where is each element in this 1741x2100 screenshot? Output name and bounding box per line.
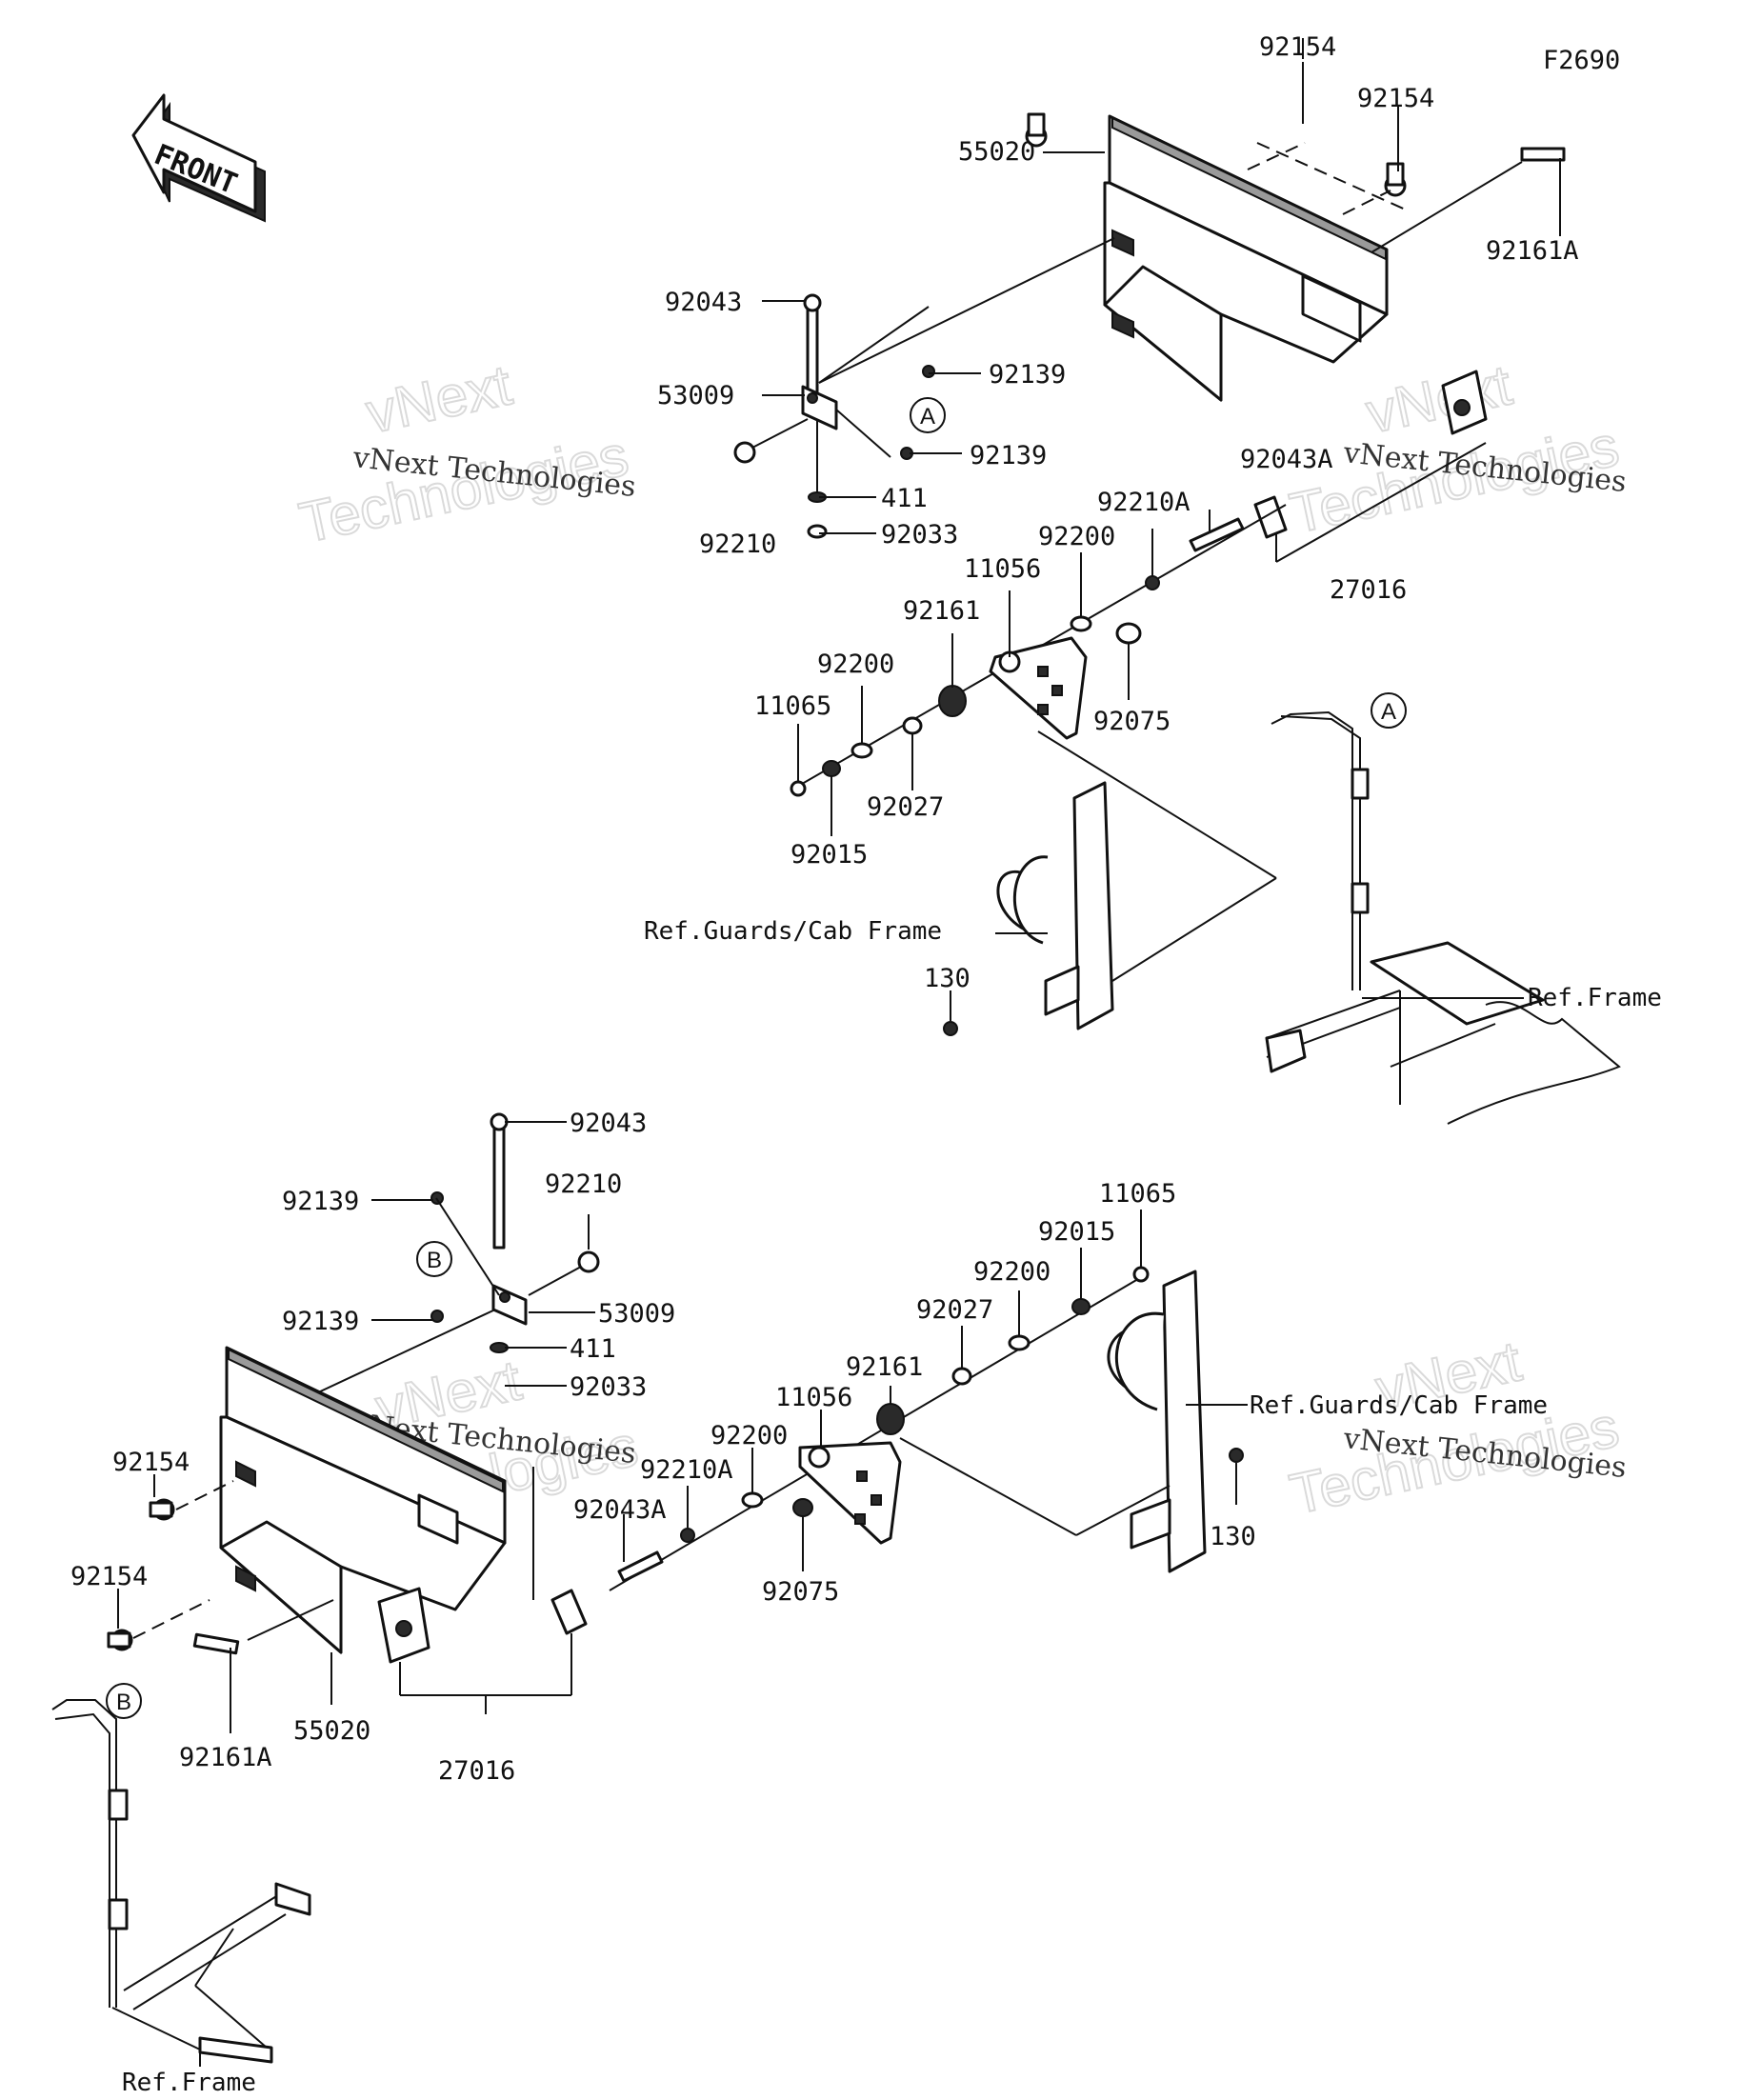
upper-callout-a-text: A xyxy=(920,404,935,430)
upper-53009-bracket xyxy=(733,237,1115,539)
label-upper-92210: 92210 xyxy=(699,530,776,559)
label-lower-92139-2: 92139 xyxy=(282,1307,359,1336)
upper-labels: 92154 92154 55020 92161A 92043 92139 530… xyxy=(644,32,1662,1012)
label-lower-92015: 92015 xyxy=(1038,1217,1115,1247)
label-upper-92139-1: 92139 xyxy=(989,360,1066,390)
label-lower-92033: 92033 xyxy=(570,1372,647,1402)
label-upper-92015: 92015 xyxy=(790,840,868,870)
watermark-big-3: vNext xyxy=(1361,352,1517,445)
label-upper-92043A: 92043A xyxy=(1240,445,1333,474)
label-lower-ref-guards: Ref.Guards/Cab Frame xyxy=(1250,1391,1548,1420)
label-upper-11065: 11065 xyxy=(754,691,831,721)
label-upper-92043: 92043 xyxy=(665,288,742,317)
label-lower-92210: 92210 xyxy=(545,1170,622,1199)
lower-callout-b xyxy=(416,1241,452,1277)
lower-27016-light xyxy=(377,1467,588,1714)
upper-assembly: A xyxy=(733,38,1621,1125)
label-lower-27016: 27016 xyxy=(438,1756,515,1786)
label-upper-92075: 92075 xyxy=(1093,707,1171,736)
upper-55020-panel xyxy=(1103,114,1411,402)
label-lower-92043A: 92043A xyxy=(573,1495,667,1525)
lower-assembly: B xyxy=(51,1112,1248,2067)
label-upper-130: 130 xyxy=(924,964,971,993)
upper-fastener-stack xyxy=(790,504,1287,797)
label-lower-92200-2: 92200 xyxy=(710,1421,788,1450)
label-lower-92027: 92027 xyxy=(916,1295,993,1325)
label-upper-92210A: 92210A xyxy=(1097,488,1191,517)
lower-labels: 92043 92210 11065 92139 92015 92200 5300… xyxy=(70,1109,1548,2097)
lower-92154-bolts xyxy=(107,1474,234,1651)
label-upper-92161A: 92161A xyxy=(1486,236,1579,266)
label-lower-55020: 55020 xyxy=(293,1716,370,1746)
diagram-code: F2690 xyxy=(1543,46,1620,75)
label-lower-92139-1: 92139 xyxy=(282,1187,359,1216)
lower-callout-b-text: B xyxy=(427,1248,442,1273)
label-upper-55020: 55020 xyxy=(958,137,1035,167)
lower-55020-panel xyxy=(219,1346,507,1654)
label-upper-411: 411 xyxy=(881,484,928,513)
label-lower-92075: 92075 xyxy=(762,1577,839,1607)
label-upper-92161: 92161 xyxy=(903,596,980,626)
label-lower-11065: 11065 xyxy=(1099,1179,1176,1209)
upper-frame-callout-a xyxy=(1371,692,1407,729)
label-upper-92027: 92027 xyxy=(867,792,944,822)
label-lower-130: 130 xyxy=(1210,1522,1256,1551)
front-direction-arrow-icon: FRONT xyxy=(131,93,266,223)
lower-cab-frame xyxy=(899,1270,1248,1573)
label-lower-ref-frame: Ref.Frame xyxy=(122,2069,256,2097)
lower-92161A-strip xyxy=(192,1632,240,1655)
lower-frame-callout-b-text: B xyxy=(116,1690,131,1715)
upper-frame-callout-a-text: A xyxy=(1381,699,1396,725)
label-upper-92154-1: 92154 xyxy=(1259,32,1336,62)
label-lower-92161: 92161 xyxy=(846,1352,923,1382)
upper-92154-bolts xyxy=(1025,62,1407,215)
label-lower-11056: 11056 xyxy=(775,1383,852,1412)
label-lower-92161A: 92161A xyxy=(179,1743,272,1772)
watermark-big-1: vNext xyxy=(361,352,517,445)
label-upper-92154-2: 92154 xyxy=(1357,84,1434,113)
label-lower-411: 411 xyxy=(570,1334,616,1364)
upper-92161A-strip xyxy=(1520,147,1566,162)
label-lower-92154-2: 92154 xyxy=(70,1562,148,1591)
label-upper-92033: 92033 xyxy=(881,520,958,550)
label-upper-92200-2: 92200 xyxy=(817,650,894,679)
lower-53009-bracket xyxy=(285,1112,600,1409)
upper-callout-a xyxy=(910,397,946,433)
upper-cab-frame xyxy=(943,730,1277,1036)
upper-ref-frame xyxy=(1265,710,1621,1125)
label-upper-ref-guards: Ref.Guards/Cab Frame xyxy=(644,917,942,946)
label-upper-11056: 11056 xyxy=(964,554,1041,584)
label-upper-92139-2: 92139 xyxy=(970,441,1047,470)
label-lower-92210A: 92210A xyxy=(640,1455,733,1485)
label-upper-27016: 27016 xyxy=(1330,575,1407,605)
upper-27016-light xyxy=(1253,370,1488,563)
label-lower-92200-1: 92200 xyxy=(973,1257,1051,1287)
label-upper-92200-1: 92200 xyxy=(1038,522,1115,551)
label-upper-ref-frame: Ref.Frame xyxy=(1528,984,1662,1012)
lower-frame-callout-b xyxy=(106,1683,142,1719)
label-upper-53009: 53009 xyxy=(657,381,734,410)
label-lower-92154-1: 92154 xyxy=(112,1448,190,1477)
label-lower-53009: 53009 xyxy=(598,1299,675,1329)
label-lower-92043: 92043 xyxy=(570,1109,647,1138)
lower-fastener-stack xyxy=(609,1266,1150,1591)
lower-ref-frame xyxy=(51,1699,311,2067)
